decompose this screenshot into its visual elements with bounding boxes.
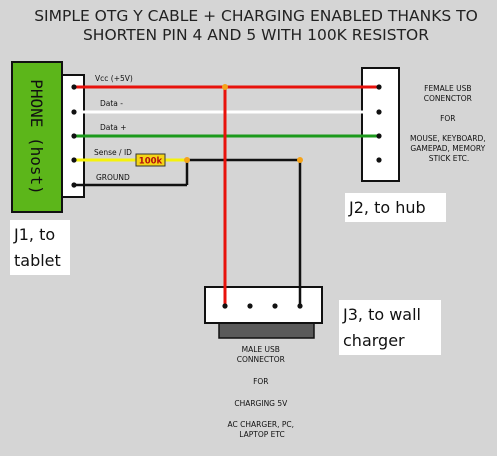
pin-label-data-plus: Data + [100, 123, 127, 132]
male-usb-line: CHARGING 5V [234, 399, 288, 408]
j1-pin-4 [71, 157, 77, 163]
pin-label-ground: GROUND [96, 173, 130, 182]
j2-pin-4 [376, 157, 382, 163]
j3-connector [204, 286, 323, 324]
j2-pin-3 [376, 133, 382, 139]
female-usb-line: FOR [440, 114, 455, 123]
j3-pin-4 [297, 303, 303, 309]
title-line-2: SHORTEN PIN 4 AND 5 WITH 100K RESISTOR [83, 26, 429, 44]
pin-label-sense-id: Sense / ID [94, 148, 132, 157]
resistor-label: 100k [139, 157, 163, 167]
j3-pin-2 [247, 303, 253, 309]
j1-label-line-1: J1, to [13, 225, 55, 244]
junction-vcc [222, 84, 228, 90]
j2-label-box [345, 193, 446, 222]
male-usb-line: LAPTOP ETC [239, 430, 285, 439]
junction-id [184, 157, 190, 163]
female-usb-line: STICK ETC. [429, 154, 470, 163]
phone-label: PHONE (host) [27, 79, 46, 195]
j1-label-box [10, 220, 70, 275]
phone-box [11, 61, 63, 213]
j2-pin-2 [376, 109, 382, 115]
female-usb-caption: FEMALE USB CONENCTOR FOR MOUSE, KEYBOARD… [410, 84, 488, 163]
male-usb-caption: MALE USB CONNECTOR FOR CHARGING 5V AC CH… [228, 345, 297, 439]
male-usb-line: MALE USB [242, 345, 280, 354]
female-usb-line: GAMEPAD, MEMORY [410, 144, 485, 153]
j1-pin-5 [71, 182, 77, 188]
junction-charger-ground [297, 157, 303, 163]
j3-pin-3 [272, 303, 278, 309]
pin-label-vcc: Vcc (+5V) [95, 74, 133, 83]
j1-pin-2 [71, 109, 77, 115]
female-usb-line: FEMALE USB [424, 84, 471, 93]
female-usb-line: CONENCTOR [424, 94, 472, 103]
male-usb-line: AC CHARGER, PC, [228, 420, 295, 429]
resistor [135, 153, 166, 167]
j2-label: J2, to hub [348, 198, 426, 217]
pin-label-data-minus: Data - [100, 99, 123, 108]
j3-label-line-2: charger [343, 331, 405, 350]
title-line-1: SIMPLE OTG Y CABLE + CHARGING ENABLED TH… [34, 7, 478, 25]
female-usb-line: MOUSE, KEYBOARD, [410, 134, 486, 143]
j1-pin-3 [71, 133, 77, 139]
j3-connector-plug [218, 321, 315, 339]
male-usb-line: FOR [253, 377, 268, 386]
j3-label-box [339, 300, 441, 355]
j1-label-line-2: tablet [14, 251, 61, 270]
male-usb-line: CONNECTOR [237, 355, 285, 364]
j2-pin-1 [376, 84, 382, 90]
j3-label-line-1: J3, to wall [342, 305, 421, 324]
j1-pin-1 [71, 84, 77, 90]
j3-pin-1 [222, 303, 228, 309]
